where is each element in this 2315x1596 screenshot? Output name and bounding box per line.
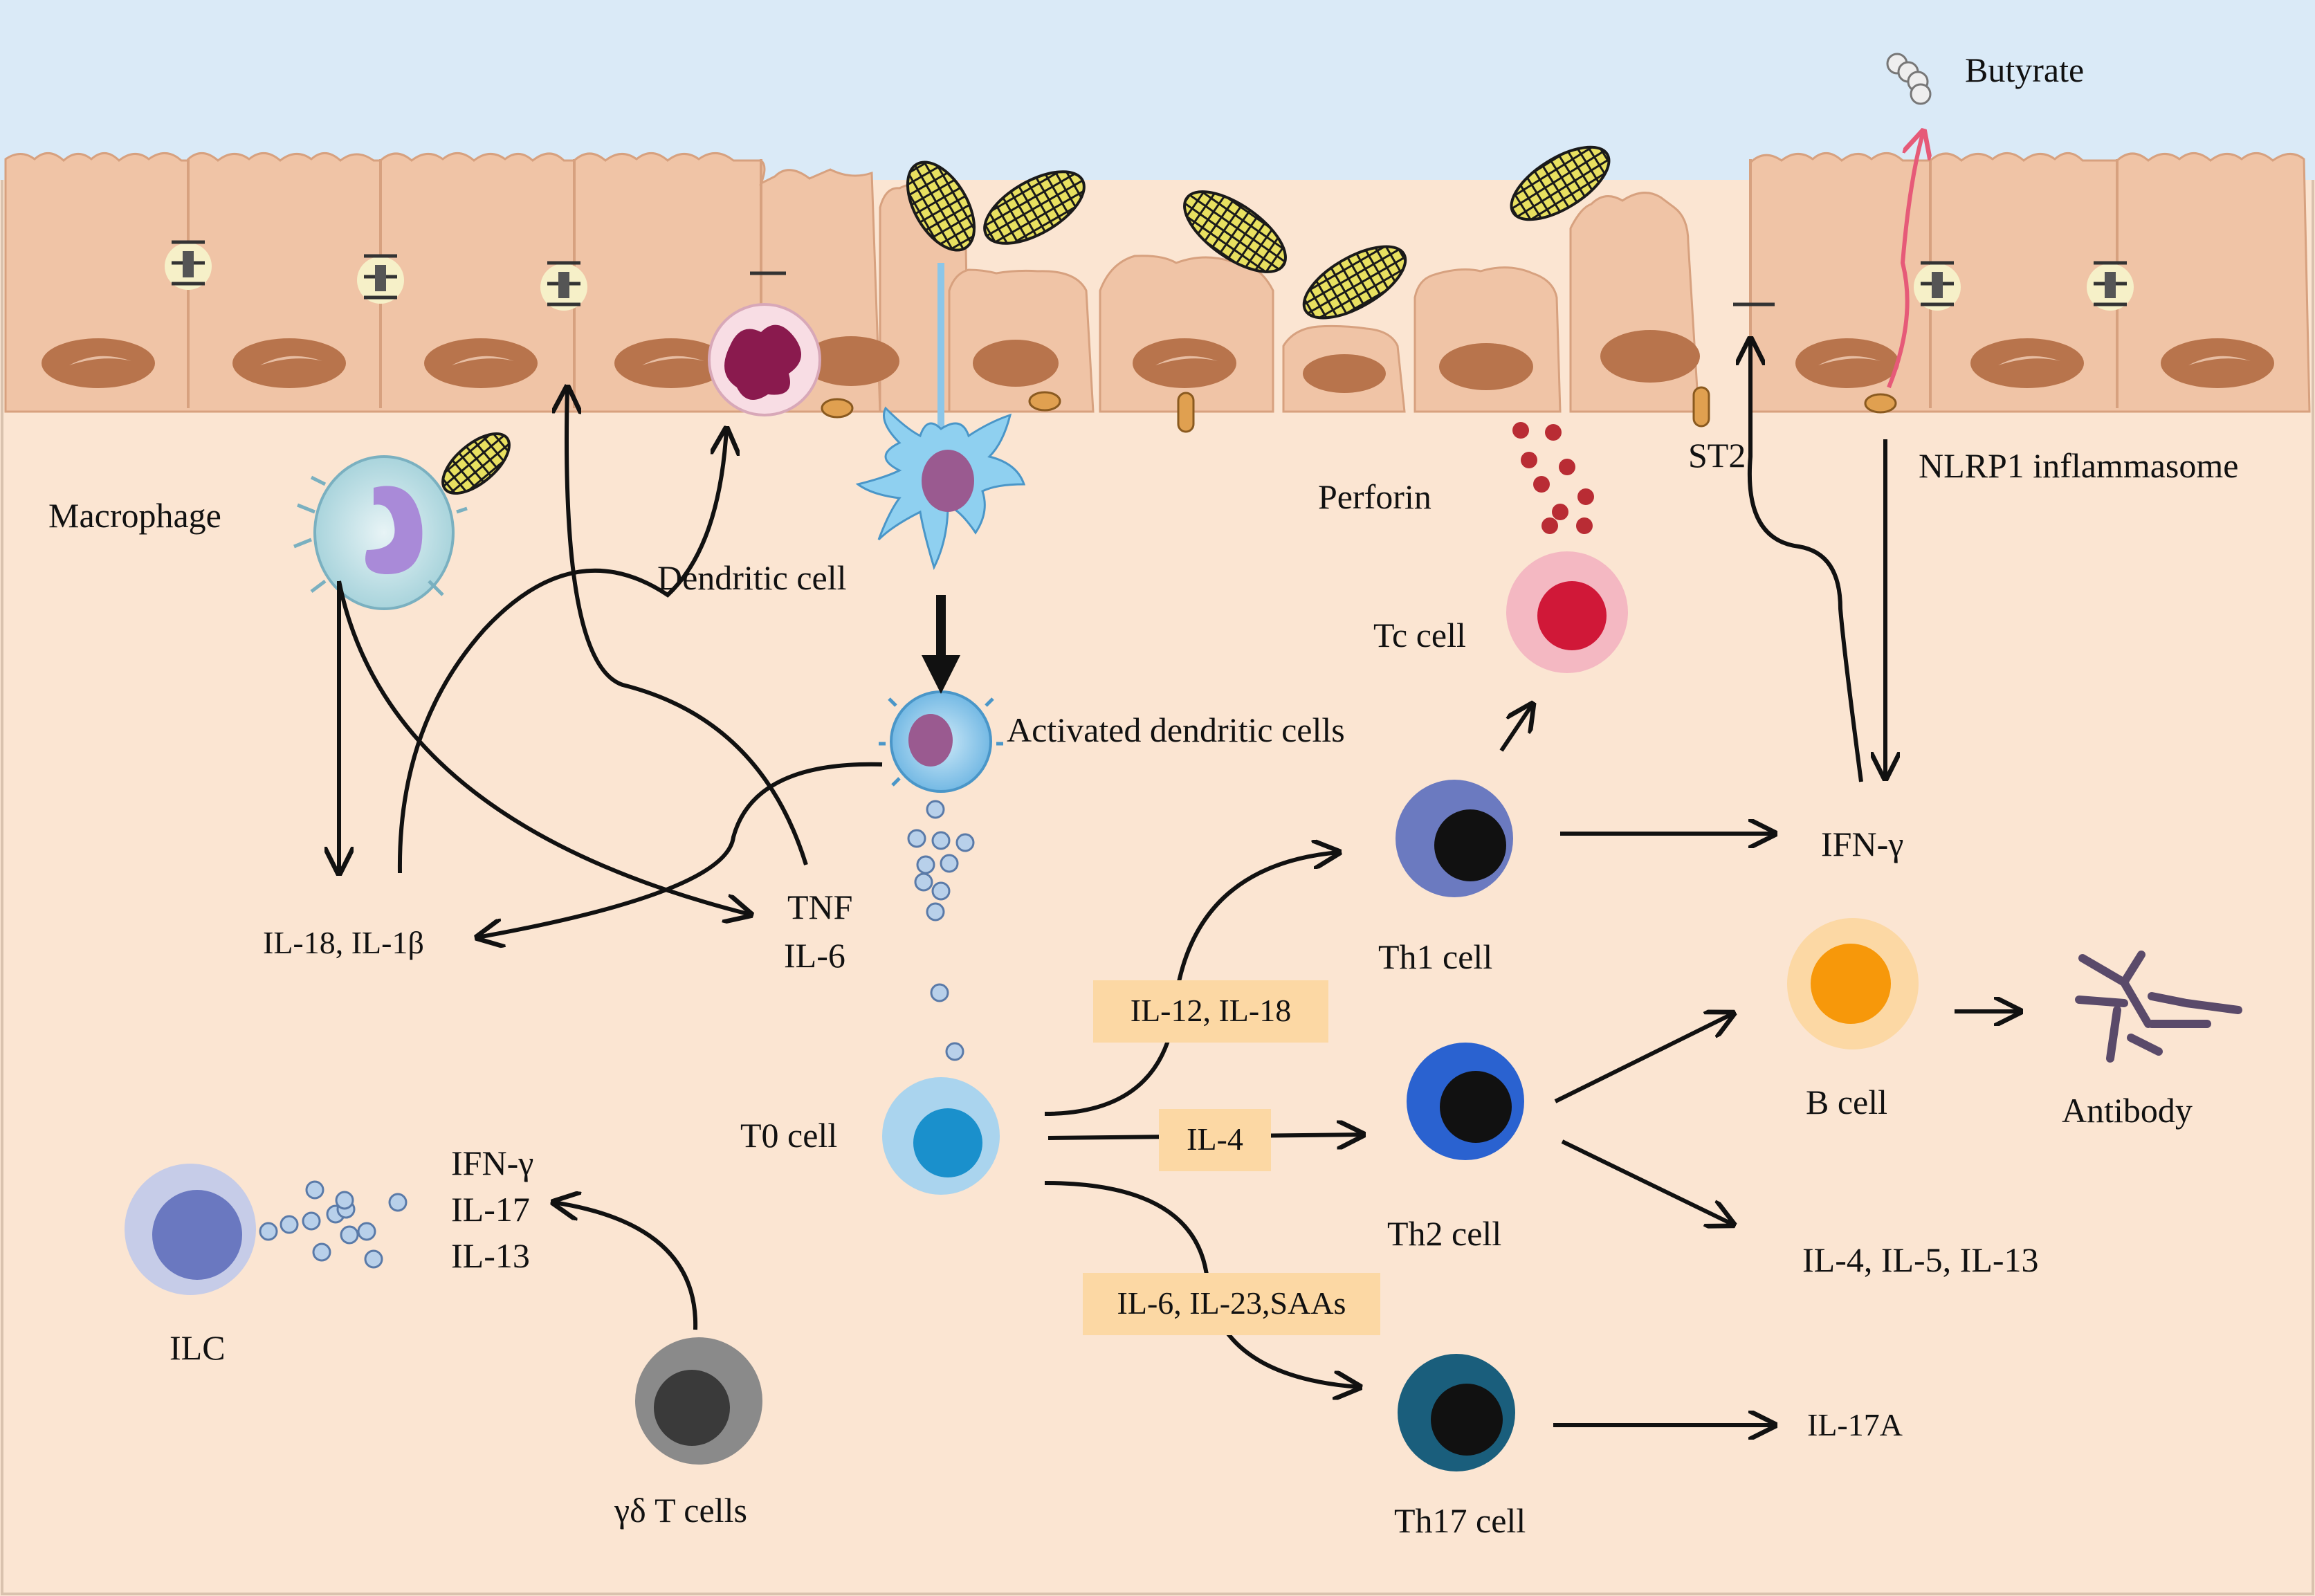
macrophage-label: Macrophage — [48, 496, 221, 535]
b-cell-label: B cell — [1806, 1083, 1887, 1121]
tc-cell-icon — [1506, 551, 1628, 673]
neutrophil-icon — [708, 303, 821, 416]
il17a-label: IL-17A — [1807, 1407, 1903, 1442]
il6-label: IL-6 — [784, 936, 845, 975]
th17-cell-icon — [1398, 1354, 1515, 1471]
bacteria — [441, 145, 1611, 495]
th2-cell-label: Th2 cell — [1387, 1214, 1501, 1253]
tight-junctions — [165, 240, 2134, 311]
gd-t-cells-label: γδ T cells — [614, 1491, 747, 1530]
il18-il1b-label: IL-18, IL-1β — [263, 925, 424, 960]
ilc-label: ILC — [170, 1328, 226, 1367]
il12-il18-label: IL-12, IL-18 — [1131, 993, 1291, 1028]
butyrate-arrow — [1887, 131, 1923, 389]
b-cell-icon — [1787, 918, 1919, 1049]
antibody-icon — [2075, 951, 2242, 1063]
ilc-il13-label: IL-13 — [451, 1236, 530, 1275]
epithelial-cells-right — [1749, 152, 2311, 413]
ilc-icon — [125, 1164, 256, 1295]
st2-label: ST2 — [1688, 436, 1746, 475]
th17-cell-label: Th17 cell — [1394, 1501, 1526, 1540]
il6-il23-saas-label: IL-6, IL-23,SAAs — [1117, 1285, 1346, 1321]
nuclei-highlights — [69, 356, 2251, 365]
ilc-ifn-gamma-label: IFN-γ — [451, 1144, 533, 1182]
perforin-label: Perforin — [1318, 477, 1431, 516]
th2-cell-icon — [1407, 1043, 1524, 1160]
receptors — [821, 386, 1897, 433]
butyrate-label: Butyrate — [1965, 51, 2084, 89]
pathway-arrows — [339, 339, 2020, 1425]
antibody-label: Antibody — [2062, 1091, 2193, 1130]
t0-cell-icon — [882, 1077, 1000, 1195]
il4-box-label: IL-4 — [1187, 1121, 1243, 1157]
tnf-label: TNF — [787, 888, 852, 926]
il4-il5-il13-label: IL-4, IL-5, IL-13 — [1802, 1240, 2039, 1279]
cytokine-box-il12-il18: IL-12, IL-18 — [1093, 980, 1328, 1043]
th1-cell-label: Th1 cell — [1378, 937, 1492, 976]
cytokine-box-il6-il23-saas: IL-6, IL-23,SAAs — [1083, 1273, 1380, 1335]
perforin-dots — [1512, 422, 1594, 534]
th1-cell-icon — [1396, 780, 1513, 897]
epithelial-nuclei — [42, 330, 2274, 393]
cytokine-box-il4: IL-4 — [1159, 1109, 1271, 1171]
epithelial-cell-mid3 — [1099, 255, 1274, 413]
lumen — [0, 0, 2315, 180]
t0-cell-label: T0 cell — [740, 1116, 837, 1155]
lumen-lower — [0, 55, 2315, 180]
dendritic-cell-icon — [855, 263, 1026, 571]
activated-dendritic-cell-icon — [879, 685, 1003, 793]
ilc-il17-label: IL-17 — [451, 1190, 530, 1229]
ilc-cytokine-dots — [259, 1180, 408, 1269]
macrophage-icon — [293, 455, 468, 610]
nlrp1-inflammasome-label: NLRP1 inflammasome — [1919, 446, 2238, 485]
dendritic-cell-label: Dendritic cell — [657, 558, 847, 597]
activated-dendritic-cells-label: Activated dendritic cells — [1007, 710, 1345, 749]
gd-t-cell-icon — [635, 1337, 762, 1465]
cytokine-dots — [907, 800, 975, 1061]
tc-cell-label: Tc cell — [1373, 616, 1466, 654]
ifn-gamma-label: IFN-γ — [1821, 825, 1903, 863]
butyrate-molecule-icon — [1886, 53, 1932, 105]
